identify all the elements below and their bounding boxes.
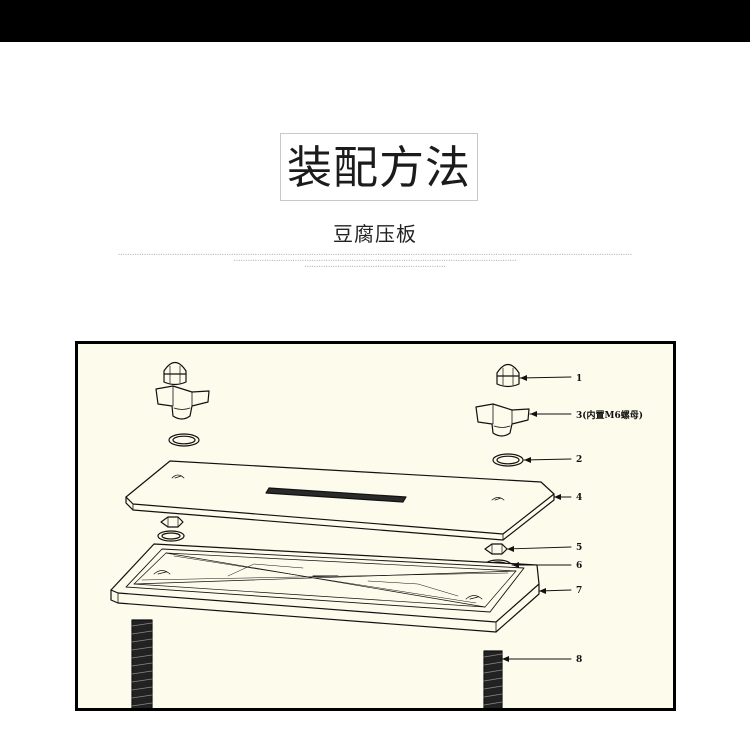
acorn-nut-right — [496, 363, 520, 388]
callout-5: 5 — [576, 543, 582, 553]
page-subtitle: 豆腐压板 — [333, 222, 417, 246]
callout-3: 3(内置M6螺母) — [576, 409, 643, 421]
title-box: 装配方法 — [280, 133, 478, 201]
threaded-rod-right — [483, 650, 503, 708]
top-bar — [0, 0, 750, 42]
callout-4: 4 — [576, 493, 582, 503]
page-title: 装配方法 — [286, 140, 471, 194]
hex-nut-right — [484, 543, 508, 555]
wing-nut-left — [155, 385, 210, 420]
acorn-nut-left — [163, 361, 187, 386]
washer-left-top — [168, 433, 200, 447]
washer-left-mid — [157, 530, 185, 542]
hex-nut-left — [160, 516, 184, 528]
decorative-dots: ••••••••••••••••••••••••••••••••••••••••… — [233, 258, 517, 263]
exploded-view-svg: 1 2 3(内置M6螺母) 4 5 6 7 8 — [110, 361, 643, 708]
assembly-drawing: 1 2 3(内置M6螺母) 4 5 6 7 8 — [75, 341, 676, 711]
callout-7: 7 — [576, 586, 582, 596]
leader-arrowheads — [502, 375, 561, 662]
decorative-dots: ••••••••••••••••••••••••••••••••••••••••… — [304, 264, 446, 269]
press-plate — [125, 460, 555, 541]
base-tray — [110, 543, 540, 633]
callout-6: 6 — [576, 561, 582, 571]
callout-2: 2 — [576, 455, 582, 465]
wing-nut-right — [475, 403, 530, 437]
callout-8: 8 — [576, 655, 582, 665]
callout-1: 1 — [576, 374, 582, 384]
washer-right-top — [492, 453, 524, 467]
threaded-rod-left — [131, 619, 153, 708]
decorative-dots: ••••••••••••••••••••••••••••••••••••••••… — [117, 252, 633, 257]
